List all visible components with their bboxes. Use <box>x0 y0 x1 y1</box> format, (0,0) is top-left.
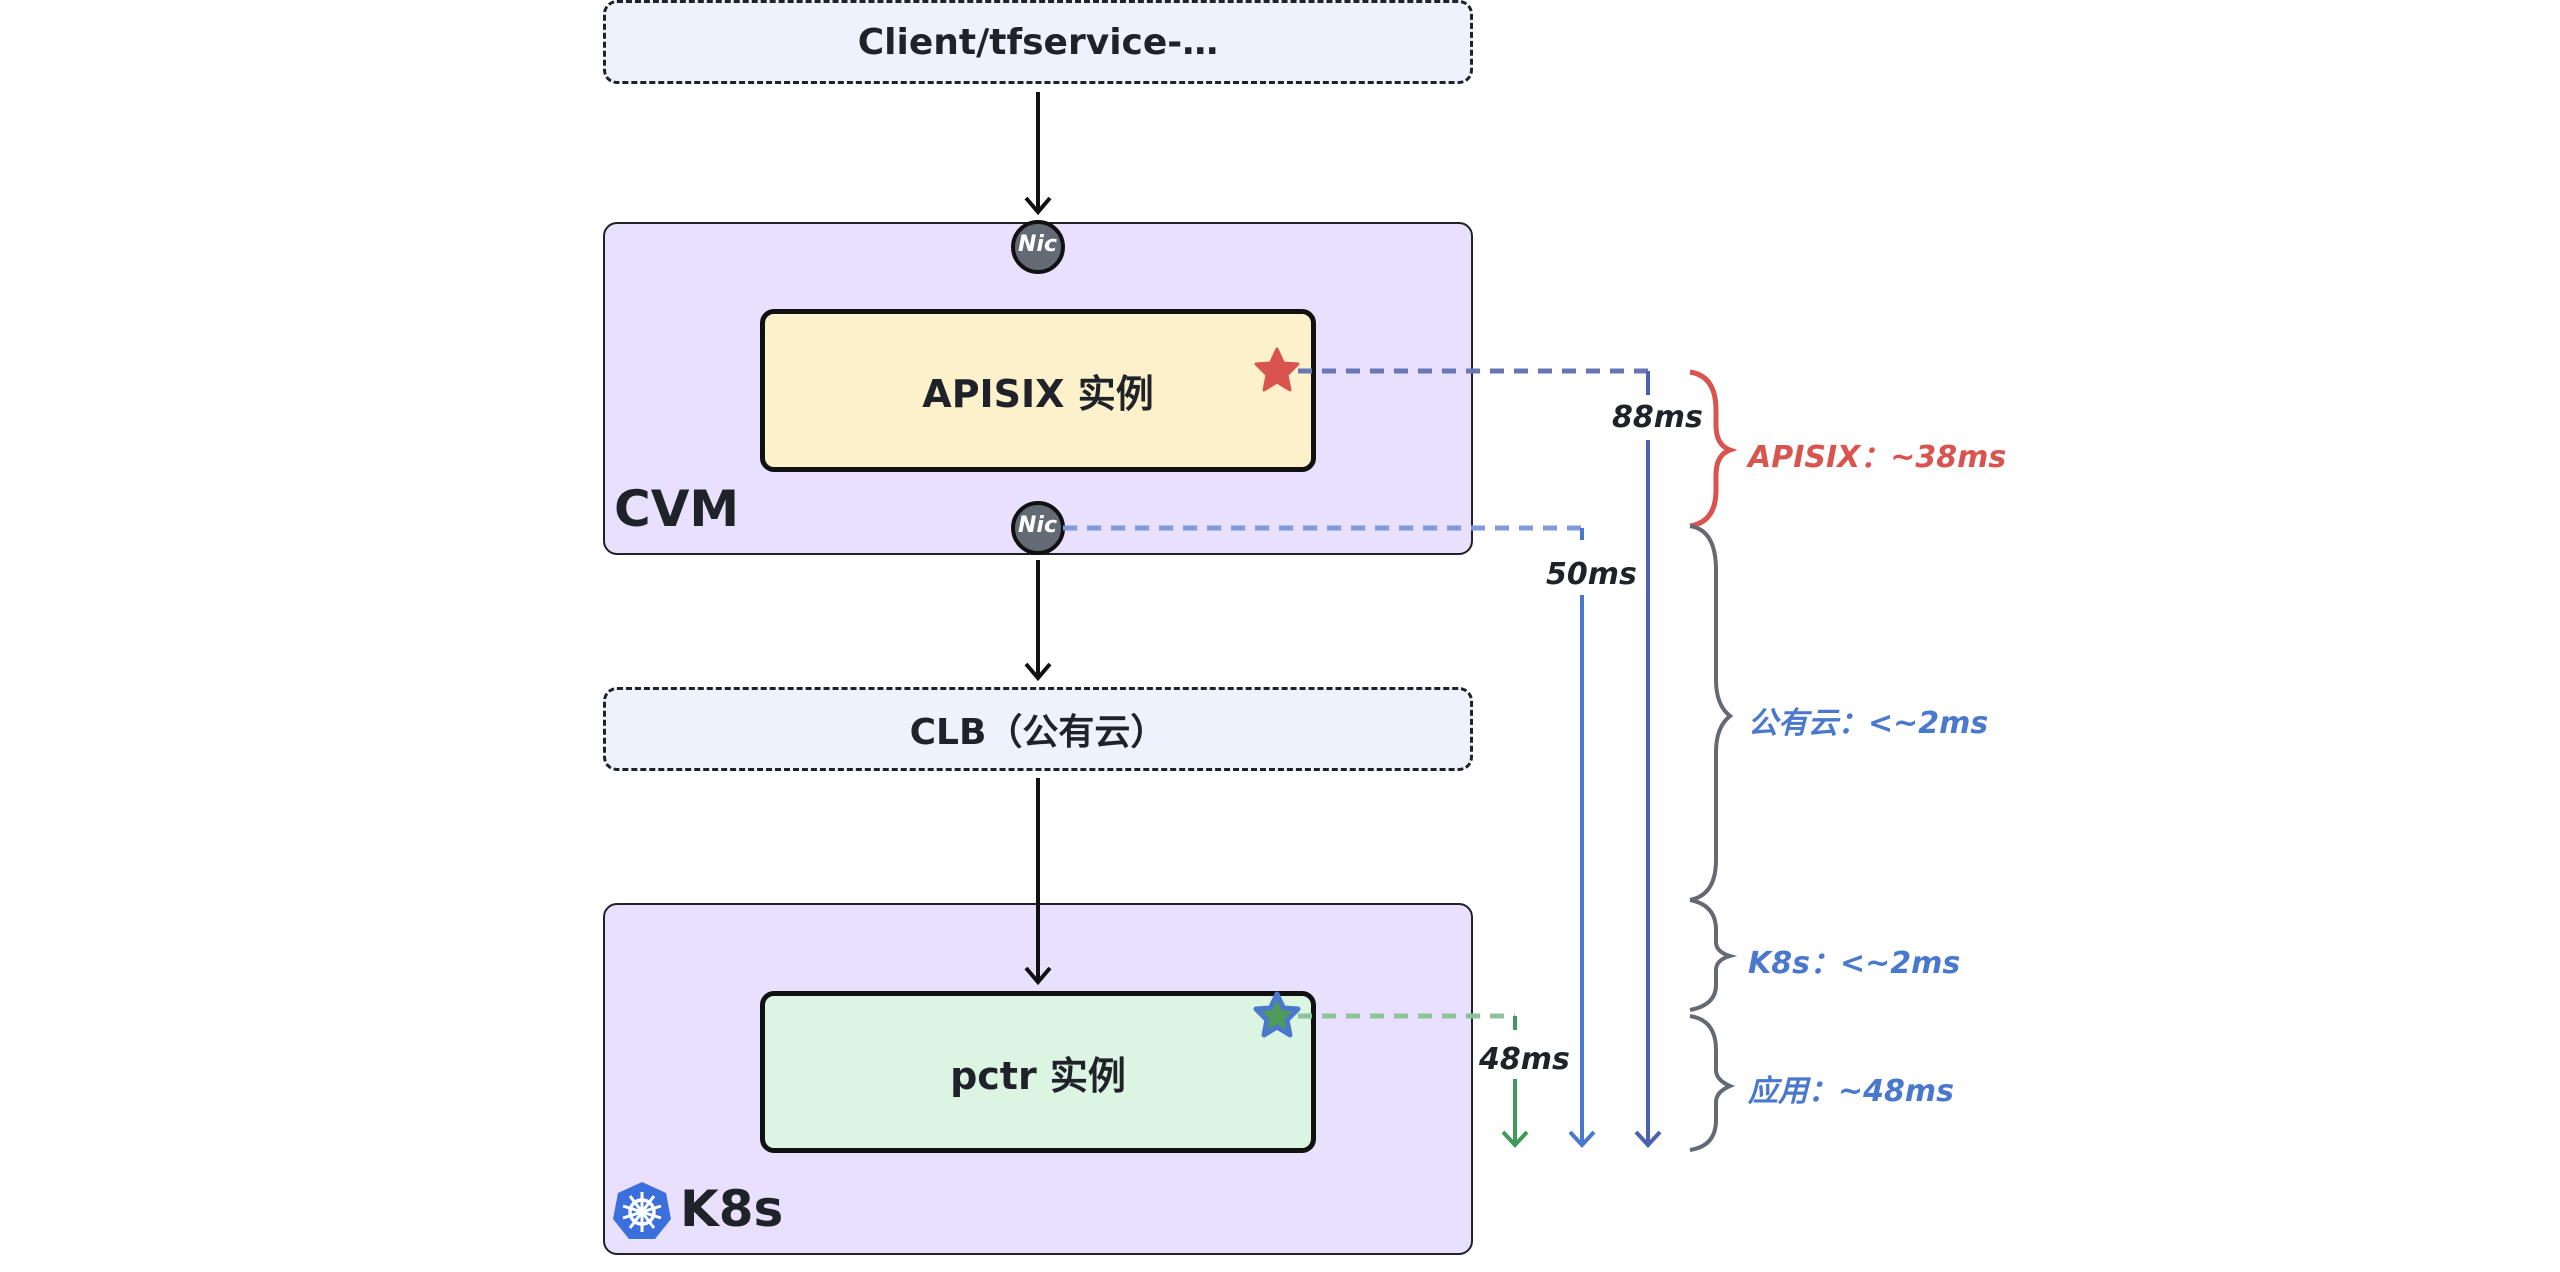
client-label: Client/tfservice-… <box>857 21 1219 63</box>
breakdown-apisix: APISIX：~38ms <box>1748 440 2007 475</box>
flow-arrow-cvm-clb <box>1024 560 1052 682</box>
measure-50ms-label: 50ms <box>1542 555 1641 594</box>
apisix-star-icon <box>1254 347 1300 392</box>
nic-bottom-label: Nic <box>1018 513 1057 538</box>
client-node[interactable]: Client/tfservice-… <box>603 0 1473 84</box>
pctr-instance[interactable]: pctr 实例 <box>760 991 1316 1153</box>
k8s-label: K8s <box>680 1180 784 1238</box>
nic-top-label: Nic <box>1018 232 1057 257</box>
brace-apisix <box>1689 369 1738 529</box>
arrow-48ms <box>1501 1016 1529 1148</box>
measure-48ms-label: 48ms <box>1475 1040 1574 1079</box>
breakdown-k8s: K8s：<~2ms <box>1748 946 1961 981</box>
measure-88ms-label: 88ms <box>1608 398 1707 437</box>
breakdown-public-cloud: 公有云：<~2ms <box>1748 706 1989 741</box>
arrow-88ms <box>1634 371 1662 1148</box>
breakdown-app: 应用：~48ms <box>1748 1074 1955 1109</box>
cvm-label: CVM <box>614 480 740 538</box>
pctr-label: pctr 实例 <box>950 1053 1126 1098</box>
clb-label: CLB（公有云） <box>909 712 1167 753</box>
brace-public-cloud <box>1689 524 1734 902</box>
nic-top-icon <box>1011 220 1065 274</box>
pctr-star-icon <box>1256 994 1298 1035</box>
brace-k8s <box>1689 898 1738 1012</box>
clb-node[interactable]: CLB（公有云） <box>603 687 1473 771</box>
flow-arrow-client-cvm <box>1024 92 1052 216</box>
apisix-instance[interactable]: APISIX 实例 <box>760 309 1316 472</box>
flow-arrow-clb-pctr <box>1024 778 1052 986</box>
kubernetes-logo-icon <box>613 1182 671 1239</box>
brace-app <box>1689 1014 1736 1152</box>
arrow-50ms <box>1568 528 1596 1148</box>
apisix-label: APISIX 实例 <box>922 372 1154 416</box>
